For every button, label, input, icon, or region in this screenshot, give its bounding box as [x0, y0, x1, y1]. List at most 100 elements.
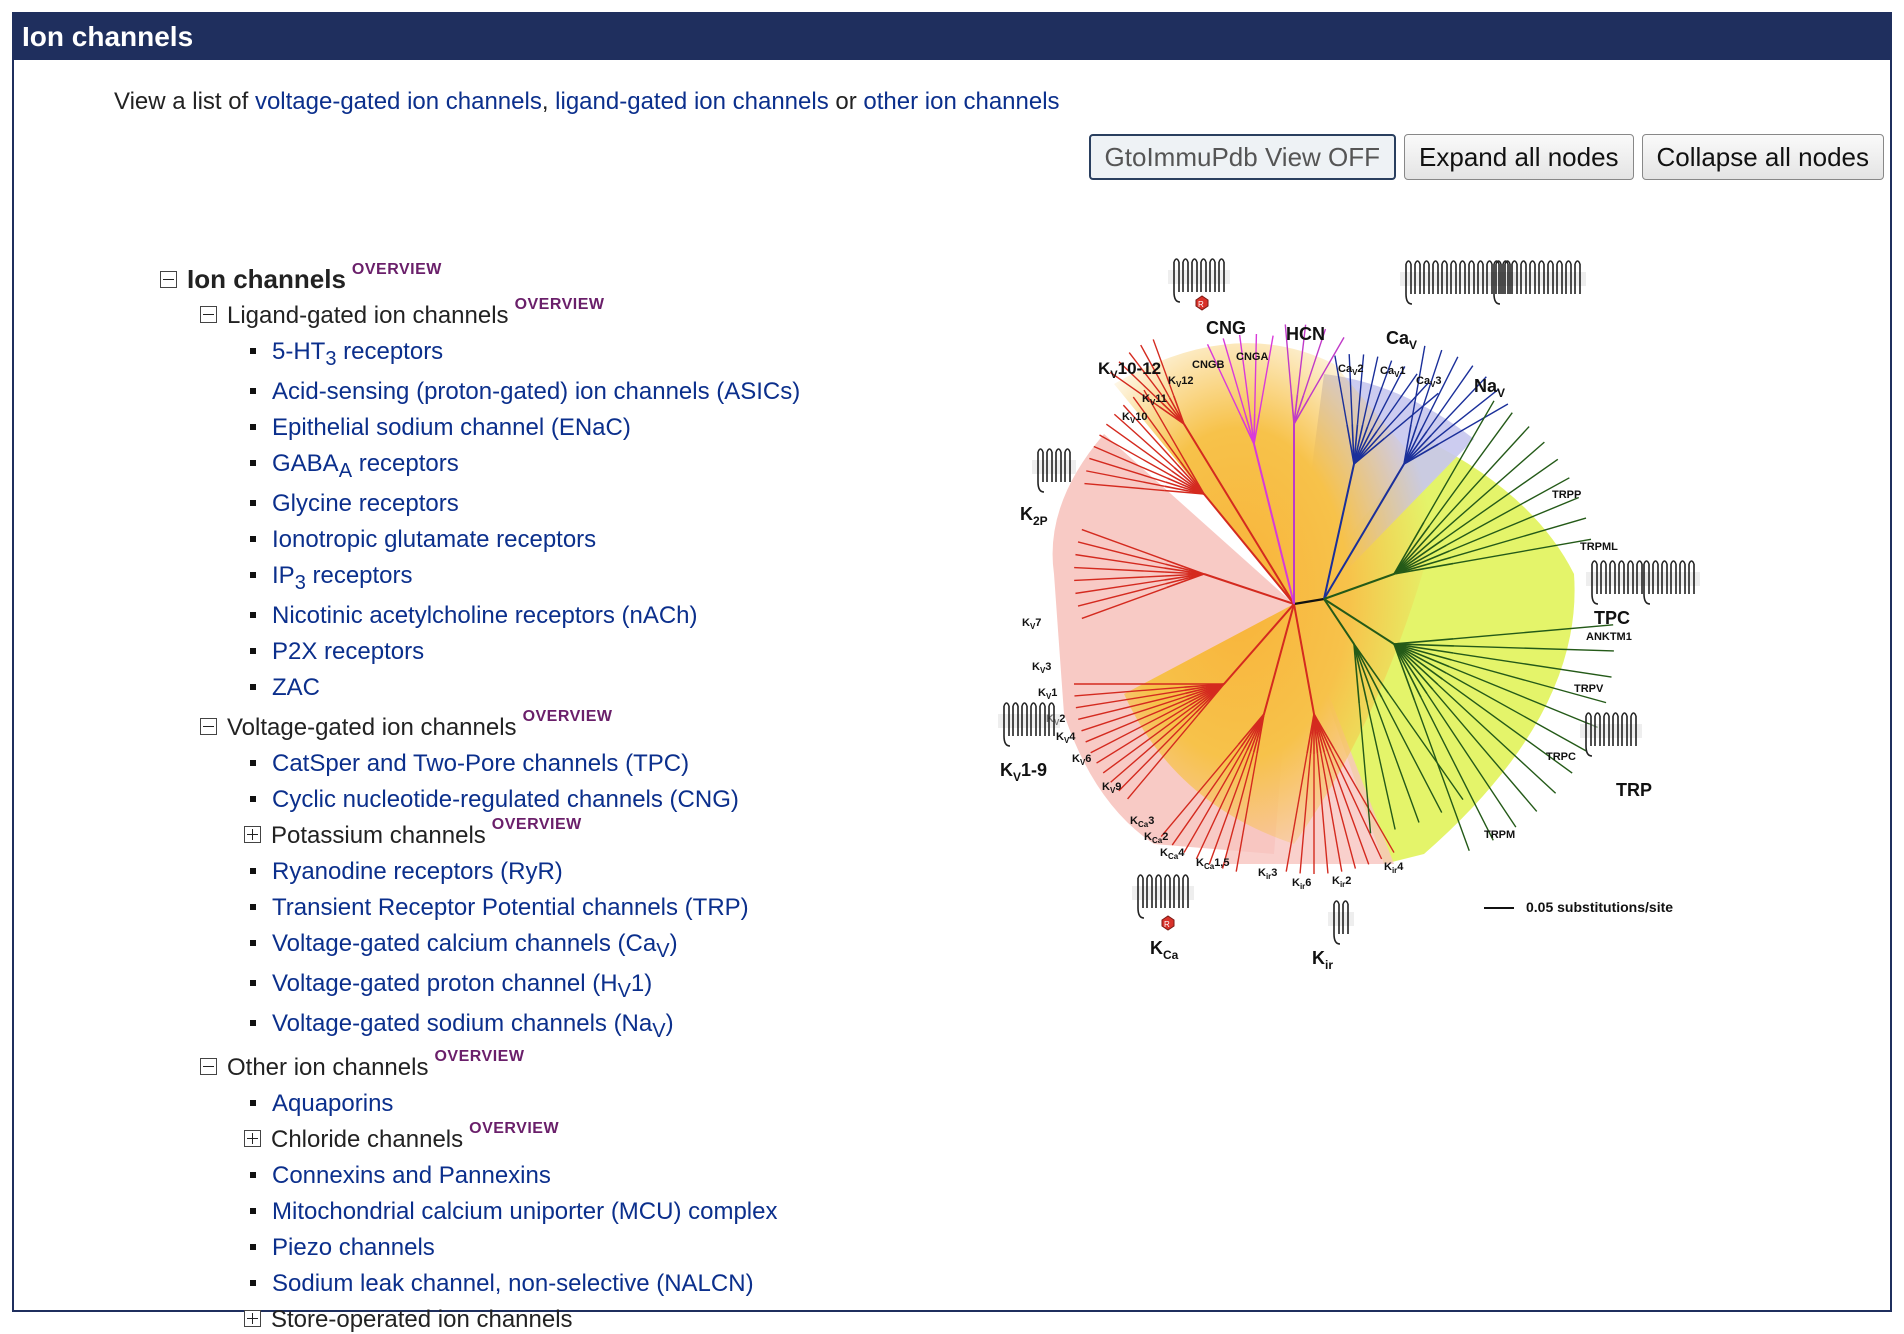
expand-toggle-icon[interactable]	[244, 1130, 261, 1148]
tree-branch	[1381, 696, 1443, 813]
item-link[interactable]: Mitochondrial calcium uniporter (MCU) co…	[272, 1198, 778, 1225]
expand-toggle-icon[interactable]	[244, 826, 261, 844]
tree-branch	[1451, 517, 1587, 558]
overview-link[interactable]: OVERVIEW	[469, 1120, 560, 1137]
item-link[interactable]: CatSper and Two-Pore channels (TPC)	[272, 750, 690, 777]
tree-branch	[1293, 397, 1310, 425]
list-item: Voltage-gated calcium channels (CaV)	[250, 930, 678, 963]
item-link[interactable]: Glycine receptors	[272, 490, 459, 517]
overview-link[interactable]: OVERVIEW	[434, 1048, 525, 1065]
item-link[interactable]: 5-HT3 receptors	[272, 338, 444, 370]
tree-branch	[1081, 587, 1167, 620]
tree-branch	[1353, 428, 1374, 465]
overview-link[interactable]: OVERVIEW	[491, 816, 582, 833]
tree-branch	[1195, 749, 1248, 860]
label-kv1-9: KV1-9	[1000, 760, 1047, 784]
node-label[interactable]: Other ion channels	[227, 1054, 429, 1081]
tree-branch	[1320, 753, 1343, 872]
item-link[interactable]: Acid-sensing (proton-gated) ion channels…	[272, 378, 801, 405]
label-cngb: CNGB	[1192, 359, 1224, 371]
list-item: Ryanodine receptors (RyR)	[250, 858, 563, 886]
item-link[interactable]: P2X receptors	[272, 638, 425, 665]
tree-branch	[1330, 749, 1383, 860]
other-ion-channels-link[interactable]: other ion channels	[863, 88, 1060, 115]
item-link[interactable]: IP3 receptors	[272, 562, 413, 594]
tree-branch	[1393, 643, 1422, 698]
item-link[interactable]: Piezo channels	[272, 1234, 435, 1261]
tree-branch	[1432, 689, 1538, 812]
item-link[interactable]: Nicotinic acetylcholine receptors (nACh)	[272, 602, 698, 629]
tree-branch	[1353, 643, 1368, 703]
item-link[interactable]: Cyclic nucleotide-regulated channels (CN…	[272, 786, 739, 813]
collapse-all-button[interactable]: Collapse all nodes	[1641, 134, 1884, 180]
collapse-toggle-icon[interactable]	[200, 1058, 217, 1076]
node-label[interactable]: Ligand-gated ion channels	[227, 302, 509, 329]
tree-branch	[1353, 426, 1369, 465]
item-link[interactable]: Connexins and Pannexins	[272, 1162, 551, 1189]
voltage-gated-link[interactable]: voltage-gated ion channels	[254, 88, 542, 115]
tree-branch	[1403, 424, 1412, 465]
tree-branch	[1086, 470, 1165, 487]
overview-link[interactable]: OVERVIEW	[351, 261, 442, 278]
list-item: Voltage-gated sodium channels (NaV)	[250, 1010, 674, 1043]
collapse-toggle-icon[interactable]	[200, 306, 217, 324]
tree-branch	[1393, 521, 1425, 575]
list-item: Connexins and Pannexins	[250, 1162, 551, 1190]
collapse-toggle-icon[interactable]	[200, 718, 217, 736]
tree-branch	[1075, 553, 1165, 569]
tree-branch	[1449, 496, 1580, 552]
node-label[interactable]: Voltage-gated ion channels	[227, 714, 517, 741]
tree-branch	[1393, 643, 1434, 691]
tree-branch	[1237, 713, 1265, 746]
item-link[interactable]: Epithelial sodium channel (ENaC)	[272, 414, 631, 441]
label-kv10: KV10	[1122, 411, 1148, 425]
bullet-icon	[250, 647, 256, 654]
tree-branch	[1393, 643, 1416, 701]
list-item: Nicotinic acetylcholine receptors (nACh)	[250, 602, 698, 630]
tree-branch	[1074, 575, 1165, 582]
item-link[interactable]: Voltage-gated calcium channels (CaV)	[272, 930, 678, 962]
tree-branch	[1323, 598, 1355, 645]
item-link[interactable]: ZAC	[272, 674, 320, 701]
tree-node-other: Other ion channels OVERVIEW	[200, 1048, 524, 1082]
item-link[interactable]: Voltage-gated sodium channels (NaV)	[272, 1010, 674, 1042]
tree-branch	[1118, 361, 1163, 404]
label-kv10-12: KV10-12	[1098, 359, 1161, 381]
item-link[interactable]: GABAA receptors	[272, 450, 459, 482]
list-item: Voltage-gated proton channel (HV1)	[250, 970, 652, 1003]
gtoimmupdb-view-button[interactable]: GtoImmuPdb View OFF	[1088, 134, 1397, 180]
expand-all-button[interactable]: Expand all nodes	[1404, 134, 1634, 180]
expand-toggle-icon[interactable]	[244, 1310, 261, 1328]
tree-branch	[1166, 559, 1205, 575]
item-link[interactable]: Aquaporins	[272, 1090, 394, 1117]
tree-branch	[1420, 697, 1494, 841]
item-link[interactable]: Transient Receptor Potential channels (T…	[272, 894, 749, 921]
tree-branch	[1415, 349, 1443, 427]
collapse-toggle-icon[interactable]	[160, 270, 177, 288]
node-label[interactable]: Ion channels	[187, 264, 346, 294]
item-link[interactable]: Voltage-gated proton channel (HV1)	[272, 970, 653, 1002]
list-item: 5-HT3 receptors	[250, 338, 443, 371]
label-trpp: TRPP	[1552, 489, 1581, 501]
ligand-gated-link[interactable]: ligand-gated ion channels	[555, 88, 829, 115]
tree-branch	[1393, 538, 1444, 575]
bullet-icon	[250, 979, 256, 986]
item-link[interactable]: Ionotropic glutamate receptors	[272, 526, 597, 553]
overview-link[interactable]: OVERVIEW	[522, 708, 613, 725]
node-label[interactable]: Chloride channels	[271, 1126, 464, 1153]
tree-branch	[1403, 425, 1418, 465]
intro-sep1: ,	[541, 88, 556, 115]
overview-link[interactable]: OVERVIEW	[514, 296, 605, 313]
ion-channel-phylogenetic-tree-image[interactable]: CNG HCN CaV NaV KV10-12 K2P KV1-9 KCa Ki…	[974, 244, 1754, 1004]
tree-branch	[1323, 463, 1405, 600]
node-label[interactable]: Potassium channels	[271, 822, 486, 849]
node-label[interactable]: Store-operated ion channels	[271, 1306, 573, 1333]
tree-branch	[1143, 389, 1185, 460]
item-link[interactable]: Sodium leak channel, non-selective (NALC…	[272, 1270, 754, 1297]
tree-branch	[1438, 441, 1545, 535]
tree-branch	[1393, 643, 1454, 654]
item-link[interactable]: Ryanodine receptors (RyR)	[272, 858, 563, 885]
tree-branch	[1353, 643, 1376, 701]
tree-branch	[1376, 373, 1418, 432]
tree-branch	[1099, 434, 1170, 475]
